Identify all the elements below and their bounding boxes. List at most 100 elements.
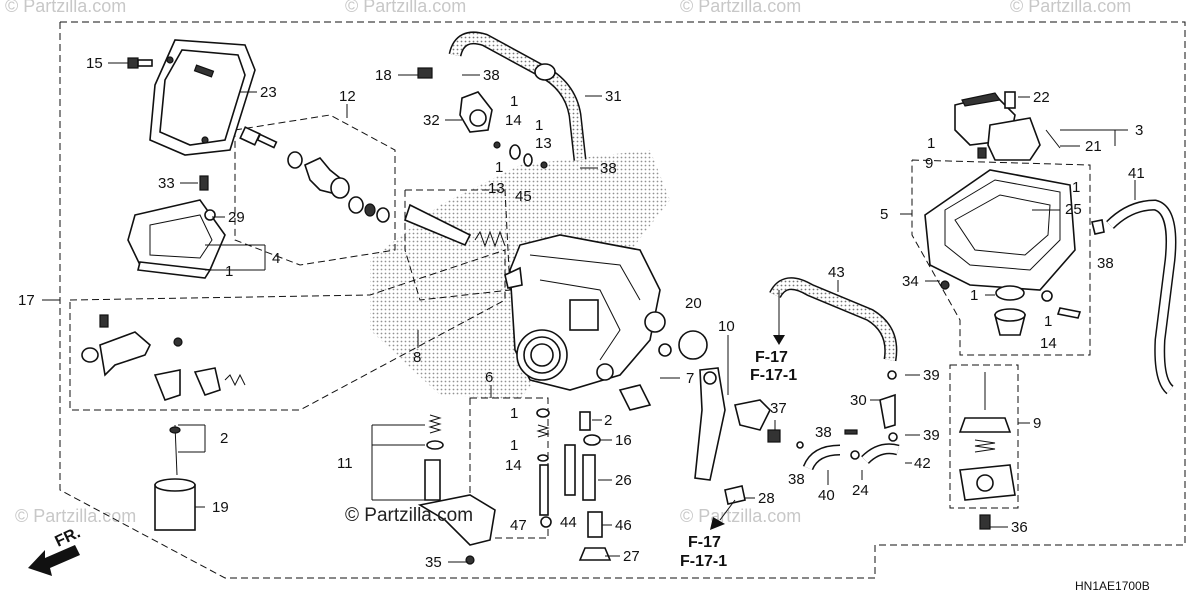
callout-3: 3 (1135, 122, 1143, 139)
watermark: © Partzilla.com (1010, 0, 1131, 16)
copyright-text: © Partzilla.com (345, 505, 473, 526)
callout-25: 25 (1065, 201, 1082, 218)
callout-2: 2 (604, 412, 612, 429)
callout-13: 13 (535, 135, 552, 152)
jet-parts (536, 408, 612, 561)
callout-2: 2 (220, 430, 228, 447)
part-31-hose (448, 31, 587, 161)
callout-38: 38 (788, 471, 805, 488)
callout-5: 5 (880, 206, 888, 223)
callout-24: 24 (852, 482, 869, 499)
callout-46: 46 (615, 517, 632, 534)
callout-39: 39 (923, 367, 940, 384)
callout-1: 1 (495, 159, 503, 176)
part-4-top-cover (127, 175, 226, 279)
ref-f17-1: F-17-1 (750, 367, 797, 384)
callout-32: 32 (423, 112, 440, 129)
float-chamber-frame (911, 159, 1091, 356)
throttle-shaft-parts (81, 314, 246, 401)
callout-15: 15 (86, 55, 103, 72)
callout-1: 1 (510, 437, 518, 454)
ref-f17-1: F-17-1 (680, 553, 727, 570)
callout-10: 10 (718, 318, 735, 335)
callout-20: 20 (685, 295, 702, 312)
watermark-layer: © Partzilla.com © Partzilla.com © Partzi… (5, 0, 1131, 526)
callout-1: 1 (1044, 313, 1052, 330)
callout-1: 1 (510, 93, 518, 110)
watermark: © Partzilla.com (345, 0, 466, 16)
callout-47: 47 (510, 517, 527, 534)
leader-lines (42, 62, 1136, 563)
front-arrow: FR. (28, 524, 83, 576)
callout-37: 37 (770, 400, 787, 417)
callout-labels: 15 23 12 18 38 31 1 32 14 1 13 1 13 38 4… (18, 55, 1145, 571)
callout-27: 27 (623, 548, 640, 565)
throttle-link-frame (234, 114, 396, 266)
callout-26: 26 (615, 472, 632, 489)
part-12-throttle-link (239, 126, 390, 223)
callout-14: 14 (505, 112, 522, 129)
part-3-float (954, 91, 1061, 161)
part-5-float-chamber (924, 169, 1082, 336)
callout-18: 18 (375, 67, 392, 84)
callout-23: 23 (260, 84, 277, 101)
callout-13: 13 (488, 180, 505, 197)
callout-41: 41 (1128, 165, 1145, 182)
callout-43: 43 (828, 264, 845, 281)
callout-45: 45 (515, 188, 532, 205)
callout-9: 9 (1033, 415, 1041, 432)
part-8-spring-shaft (404, 203, 506, 248)
callout-29: 29 (228, 209, 245, 226)
callout-40: 40 (818, 487, 835, 504)
callout-38: 38 (600, 160, 617, 177)
callout-38: 38 (815, 424, 832, 441)
watermark: © Partzilla.com (15, 506, 136, 526)
callout-38: 38 (1097, 255, 1114, 272)
callout-30: 30 (850, 392, 867, 409)
callout-21: 21 (1085, 138, 1102, 155)
callout-44: 44 (560, 514, 577, 531)
callout-38: 38 (483, 67, 500, 84)
part-23-cover (149, 39, 256, 156)
ref-f17: F-17 (688, 534, 721, 551)
callout-22: 22 (1033, 89, 1050, 106)
callout-42: 42 (914, 455, 931, 472)
part-32-valve (417, 67, 548, 169)
callout-31: 31 (605, 88, 622, 105)
callout-39: 39 (923, 427, 940, 444)
part-11-spring (417, 414, 496, 565)
watermark: © Partzilla.com (5, 0, 126, 16)
diagram-code: HN1AE1700B (1075, 579, 1150, 593)
callout-35: 35 (425, 554, 442, 571)
callout-6: 6 (485, 369, 493, 386)
reference-arrows (710, 290, 785, 530)
part-9-accelerator-pump (958, 372, 1016, 530)
callout-9: 9 (925, 155, 933, 172)
hose-fittings (796, 370, 900, 471)
part-41-hose (1091, 199, 1177, 395)
carburetor-body (504, 234, 666, 391)
screw-kit-frame (404, 189, 511, 301)
callout-34: 34 (902, 273, 919, 290)
callout-1: 1 (1072, 179, 1080, 196)
callout-28: 28 (758, 490, 775, 507)
callout-33: 33 (158, 175, 175, 192)
callout-16: 16 (615, 432, 632, 449)
part-2-needle (169, 424, 181, 476)
ref-f17: F-17 (755, 349, 788, 366)
assembly-frame (59, 21, 1186, 579)
callout-17: 17 (18, 292, 35, 309)
callout-1: 1 (225, 263, 233, 280)
front-label: FR. (53, 524, 84, 550)
part-43-hose (769, 277, 898, 362)
watermark: © Partzilla.com (680, 0, 801, 16)
part-19-sleeve (154, 478, 196, 531)
callout-14: 14 (1040, 335, 1057, 352)
callout-8: 8 (413, 349, 421, 366)
callout-11: 11 (337, 455, 353, 472)
callout-12: 12 (339, 88, 356, 105)
callout-36: 36 (1011, 519, 1028, 536)
throttle-shaft-frame (69, 249, 506, 411)
accelerator-pump-frame (949, 364, 1019, 509)
